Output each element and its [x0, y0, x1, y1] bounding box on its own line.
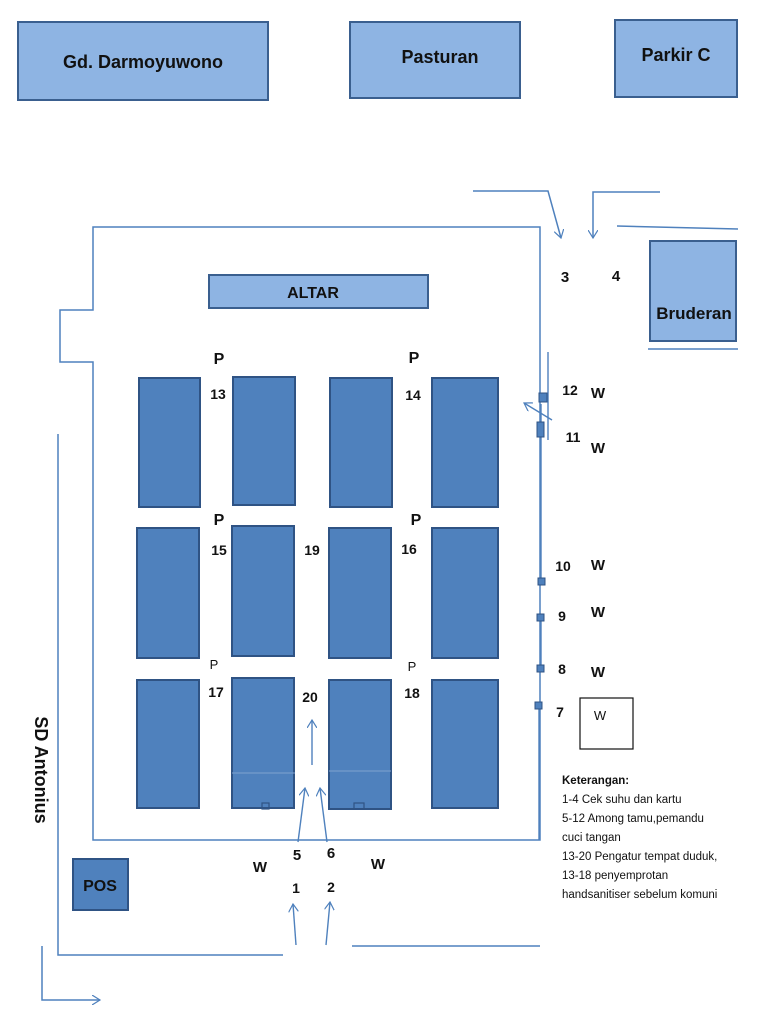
position-15: 15: [211, 542, 227, 558]
washing-station-w: W: [253, 859, 268, 876]
usher-p-label: P: [411, 512, 422, 529]
legend-title: Keterangan:: [562, 775, 630, 787]
darmoyuwono-label: Gd. Darmoyuwono: [63, 52, 223, 72]
pos-building: POS: [72, 858, 129, 911]
pew: [431, 377, 499, 508]
position-12: 12: [562, 382, 578, 398]
right-side-path: [524, 352, 553, 840]
pew: [431, 527, 499, 659]
legend: Keterangan: 1-4 Cek suhu dan kartu 5-12 …: [562, 772, 762, 905]
position-14: 14: [405, 387, 421, 403]
building-darmoyuwono: Gd. Darmoyuwono: [17, 21, 269, 101]
legend-line: 1-4 Cek suhu dan kartu: [562, 794, 682, 806]
washing-station-w: W: [371, 856, 386, 873]
position-16: 16: [401, 541, 417, 557]
washing-station-w: W: [594, 708, 607, 723]
usher-p-label: P: [409, 350, 420, 367]
position-11: 11: [566, 429, 581, 445]
pos-label: POS: [83, 878, 117, 895]
position-7: 7: [556, 704, 564, 720]
station-marker: [534, 701, 543, 710]
pew: [329, 377, 393, 508]
position-3: 3: [561, 269, 569, 286]
legend-line: 13-20 Pengatur tempat duduk,: [562, 851, 718, 863]
washing-station-w: W: [591, 385, 606, 402]
usher-p-label: P: [214, 512, 225, 529]
legend-line: 13-18 penyemprotan: [562, 870, 669, 882]
position-20: 20: [302, 689, 318, 705]
position-6: 6: [327, 845, 335, 862]
pew: [136, 527, 200, 659]
position-19: 19: [304, 542, 320, 558]
usher-p-label: P: [210, 657, 219, 672]
building-bruderan: Bruderan: [649, 240, 737, 342]
pew: [231, 677, 295, 809]
position-5: 5: [293, 847, 301, 864]
parkir-c-label: Parkir C: [641, 45, 710, 65]
position-4: 4: [612, 268, 621, 285]
outer-paths: [41, 434, 540, 1000]
washing-station-w: W: [591, 664, 606, 681]
pasturan-label: Pasturan: [401, 47, 478, 67]
w-box: [579, 697, 634, 750]
pew: [431, 679, 499, 809]
building-pasturan: Pasturan: [349, 21, 521, 99]
usher-p-label: P: [214, 351, 225, 368]
aisle-arrows: [293, 720, 330, 946]
building-parkir-c: Parkir C: [614, 19, 738, 98]
legend-line: 5-12 Among tamu,pemandu: [562, 813, 704, 825]
pew: [231, 525, 295, 657]
pew: [328, 679, 392, 810]
legend-line: cuci tangan: [562, 832, 621, 844]
washing-station-w: W: [591, 604, 606, 621]
pew: [138, 377, 201, 508]
washing-station-w: W: [591, 557, 606, 574]
position-18: 18: [404, 685, 420, 701]
position-17: 17: [208, 684, 224, 700]
altar-label: ALTAR: [287, 285, 339, 302]
station-marker: [537, 577, 546, 586]
washing-station-w: W: [591, 440, 606, 457]
station-marker: [536, 664, 545, 673]
position-8: 8: [558, 661, 566, 677]
position-1: 1: [292, 880, 300, 896]
pew: [136, 679, 200, 809]
pews: [136, 376, 499, 810]
position-10: 10: [555, 558, 571, 574]
usher-p-label: P: [408, 659, 417, 674]
station-marker: [536, 613, 545, 622]
station-marker: [536, 421, 545, 438]
position-9: 9: [558, 608, 566, 624]
station-marker: [538, 392, 548, 403]
position-2: 2: [327, 879, 335, 895]
sd-antonius-label: SD Antonius: [31, 716, 51, 823]
pew: [232, 376, 296, 506]
altar: ALTAR: [208, 274, 429, 309]
top-entrance-paths: [473, 190, 739, 350]
pew: [328, 527, 392, 659]
legend-line: handsanitiser sebelum komuni: [562, 889, 718, 901]
position-13: 13: [210, 386, 226, 402]
bruderan-label: Bruderan: [656, 304, 732, 323]
